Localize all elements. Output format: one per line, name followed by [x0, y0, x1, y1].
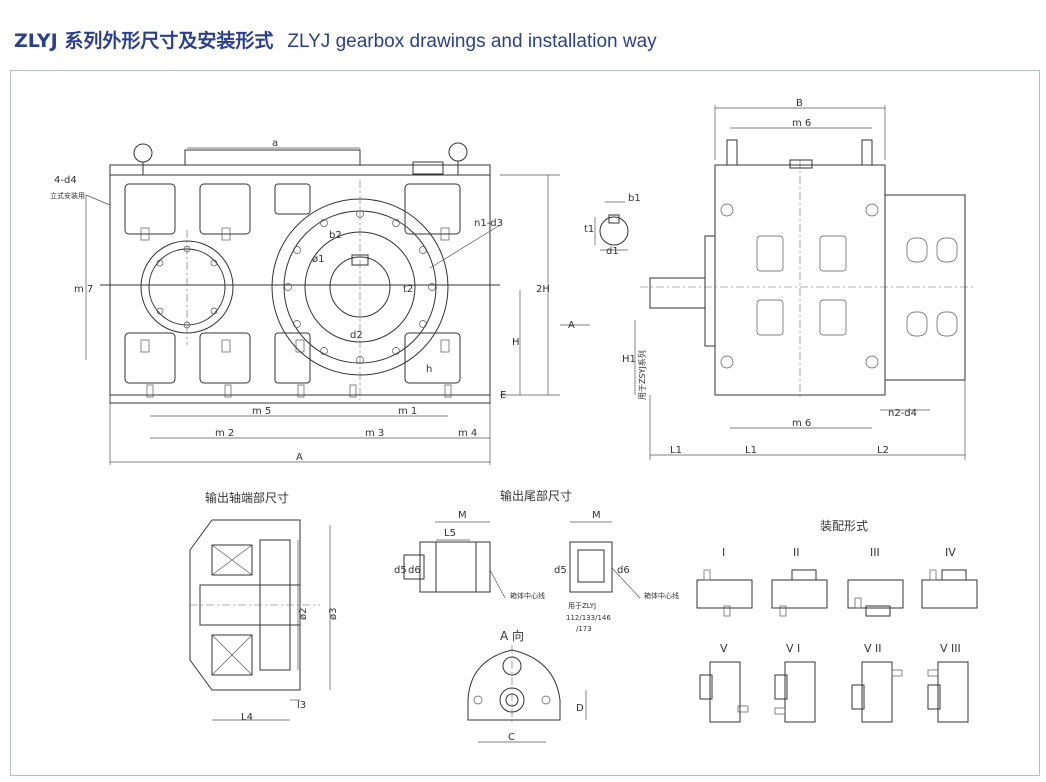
input-bearing-cover [140, 240, 234, 334]
assembly-form-8: V III [940, 642, 961, 655]
dim-B: B [796, 98, 803, 109]
dim-a: a [272, 138, 278, 149]
assembly-form-4: IV [945, 546, 956, 559]
dim-m3: m 3 [365, 428, 384, 439]
dim-h: h [426, 364, 432, 375]
drawing-frame [10, 70, 1040, 776]
dim-n2-d4: n2-d4 [888, 408, 917, 419]
dim-L5: L5 [444, 528, 456, 539]
lifting-eye-right [448, 142, 468, 162]
dim-L1-left: L1 [670, 445, 682, 456]
dim-d2: d2 [350, 330, 363, 341]
dim-L2: L2 [877, 445, 889, 456]
output-end-section: 输出轴端部尺寸 ø2 ø3 L4 l3 [189, 490, 339, 723]
output-end-title: 输出轴端部尺寸 [205, 490, 289, 505]
housing-base [109, 394, 491, 404]
dim-b1: b1 [628, 193, 641, 204]
dim-m6-top: m 6 [792, 118, 811, 129]
dim-m4: m 4 [458, 428, 477, 439]
note-center-line-2: 箱体中心线 [644, 591, 679, 600]
key-detail: b1 t1 d1 [584, 193, 641, 257]
housing-top-boss [184, 149, 361, 166]
dim-M-right: M [592, 510, 601, 521]
side-view: B m 6 m 6 H1 用于ZSYJ系列 L1 L1 L2 n2-d4 A [560, 98, 975, 460]
dim-m6-bottom: m 6 [792, 418, 811, 429]
dim-D: D [576, 703, 584, 714]
dim-E: E [500, 390, 506, 401]
dim-H: H [512, 337, 520, 348]
dim-l3: l3 [297, 700, 306, 711]
title-en: ZLYJ gearbox drawings and installation w… [287, 31, 657, 52]
note-sizes-2: /173 [576, 625, 592, 633]
dim-d1: d1 [606, 246, 619, 257]
assembly-form-1: I [722, 546, 725, 559]
dim-t2: t2 [403, 284, 413, 295]
a-view-title: A 向 [500, 628, 524, 643]
dim-A: A [296, 452, 303, 463]
dim-m7: m 7 [74, 284, 93, 295]
dim-L1: L1 [745, 445, 757, 456]
note-zlyj: 用于ZLYJ [568, 602, 596, 610]
page-title: ZLYJ 系列外形尺寸及安装形式 ZLYJ gearbox drawings an… [14, 26, 657, 53]
dim-m5: m 5 [252, 406, 271, 417]
lifting-eye-left [133, 143, 153, 163]
input-shaft [649, 277, 706, 309]
a-view: A 向 C D [467, 628, 587, 743]
dim-b2: b2 [329, 230, 342, 241]
dim-phi1: ø1 [312, 254, 324, 265]
arrow-A-label: A [568, 320, 575, 331]
dim-d5-right: d5 [554, 565, 567, 576]
tail-section: 输出尾部尺寸 M L5 d5 d6 箱体中心线 M d5 d6 箱体中心线 用于… [394, 488, 679, 633]
dim-d6-right: d6 [617, 565, 630, 576]
tail-title: 输出尾部尺寸 [500, 488, 572, 503]
breather-plug [412, 161, 444, 175]
dim-n1-d3: n1-d3 [474, 218, 503, 229]
assembly-form-2: II [793, 546, 800, 559]
assembly-forms: 装配形式 I II III IV V V I V II V III [696, 519, 978, 723]
note-zsyj: 用于ZSYJ系列 [637, 350, 647, 400]
title-zh: ZLYJ 系列外形尺寸及安装形式 [14, 30, 274, 52]
note-center-line-1: 箱体中心线 [510, 591, 545, 600]
note-vertical-mount: 立式安装用 [50, 191, 85, 200]
dim-d5-left: d5 [394, 565, 407, 576]
housing-upper [109, 174, 491, 286]
dim-d6-left: d6 [408, 565, 421, 576]
assembly-form-6: V I [786, 642, 800, 655]
dim-C: C [508, 732, 515, 743]
dim-m2: m 2 [215, 428, 234, 439]
assembly-title: 装配形式 [820, 519, 868, 533]
dim-M-left: M [458, 510, 467, 521]
assembly-form-5: V [720, 642, 728, 655]
note-sizes-1: 112/133/146 [566, 614, 611, 622]
dim-H1: H1 [622, 354, 636, 365]
dim-phi2: ø2 [298, 608, 309, 620]
assembly-form-7: V II [864, 642, 882, 655]
front-view: a b2 n1-d3 ø1 t2 d2 m 7 2H H h E m 5 m 1… [50, 138, 560, 465]
assembly-form-3: III [870, 546, 880, 559]
dim-m1: m 1 [398, 406, 417, 417]
dim-2H: 2H [536, 284, 550, 295]
side-motor-flange [884, 194, 966, 381]
dim-t1: t1 [584, 224, 594, 235]
dim-4-d4: 4-d4 [54, 175, 77, 186]
dim-L4: L4 [241, 712, 253, 723]
dim-phi3: ø3 [328, 608, 339, 620]
